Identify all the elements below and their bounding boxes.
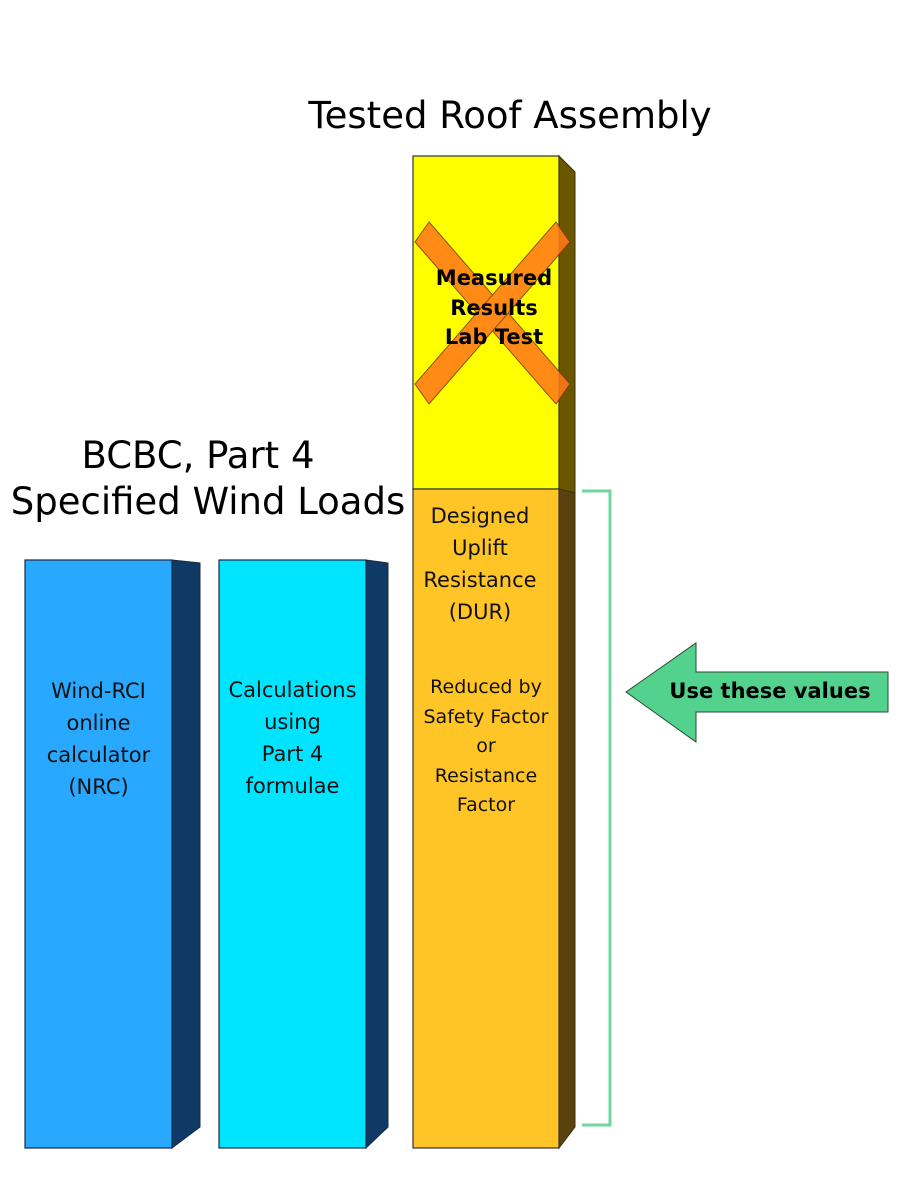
column-part4-calcs-side (365, 559, 389, 1150)
use-these-values-label: Use these values (669, 679, 871, 703)
label-line: (NRC) (68, 775, 129, 799)
tested-roof-assembly-title: Tested Roof Assembly (308, 94, 712, 137)
column-wind-rci (24, 559, 201, 1149)
label-line: formulae (245, 774, 340, 798)
label-line: calculator (46, 743, 151, 767)
column-tested-assembly (412, 154, 576, 1150)
label-line: Lab Test (444, 325, 544, 349)
label-line: online (66, 711, 131, 735)
values-bracket (582, 489, 612, 1127)
dur-segment-side (558, 488, 576, 1150)
note-line: Resistance (434, 764, 538, 787)
note-line: Factor (456, 794, 516, 816)
bcbc-title-line1: BCBC, Part 4 (81, 434, 315, 477)
label-line: Resistance (423, 568, 537, 592)
label-line: Designed (430, 504, 530, 528)
column-part4-calcs (218, 559, 389, 1150)
column-wind-rci-label: Wind-RCI online calculator (NRC) (25, 675, 172, 803)
label-line: Part 4 (261, 742, 324, 766)
dur-segment-front (412, 488, 560, 1149)
label-line: Results (450, 295, 538, 320)
label-line: Calculations (228, 678, 357, 702)
cross-out-icon (414, 221, 571, 405)
dur-reduction-note: Reduced by Safety Factor or Resistance F… (413, 673, 559, 821)
column-wind-rci-side (171, 559, 201, 1149)
label-line: using (264, 710, 321, 734)
note-line: or (476, 735, 496, 757)
measured-results-label: Measured Results Lab Test (413, 264, 575, 353)
note-line: Safety Factor (423, 705, 549, 728)
label-line: Uplift (452, 536, 508, 560)
column-part4-calcs-front (218, 559, 367, 1149)
column-wind-rci-front (24, 559, 173, 1149)
label-line: (DUR) (448, 600, 512, 624)
label-line: Wind-RCI (51, 679, 146, 703)
use-these-values-arrow (625, 642, 889, 743)
column-part4-calcs-label: Calculations using Part 4 formulae (216, 674, 369, 802)
dur-label: Designed Uplift Resistance (DUR) (406, 500, 554, 628)
bcbc-title-line2: Specified Wind Loads (10, 480, 406, 523)
label-line: Measured (435, 266, 553, 290)
note-line: Reduced by (430, 676, 542, 698)
